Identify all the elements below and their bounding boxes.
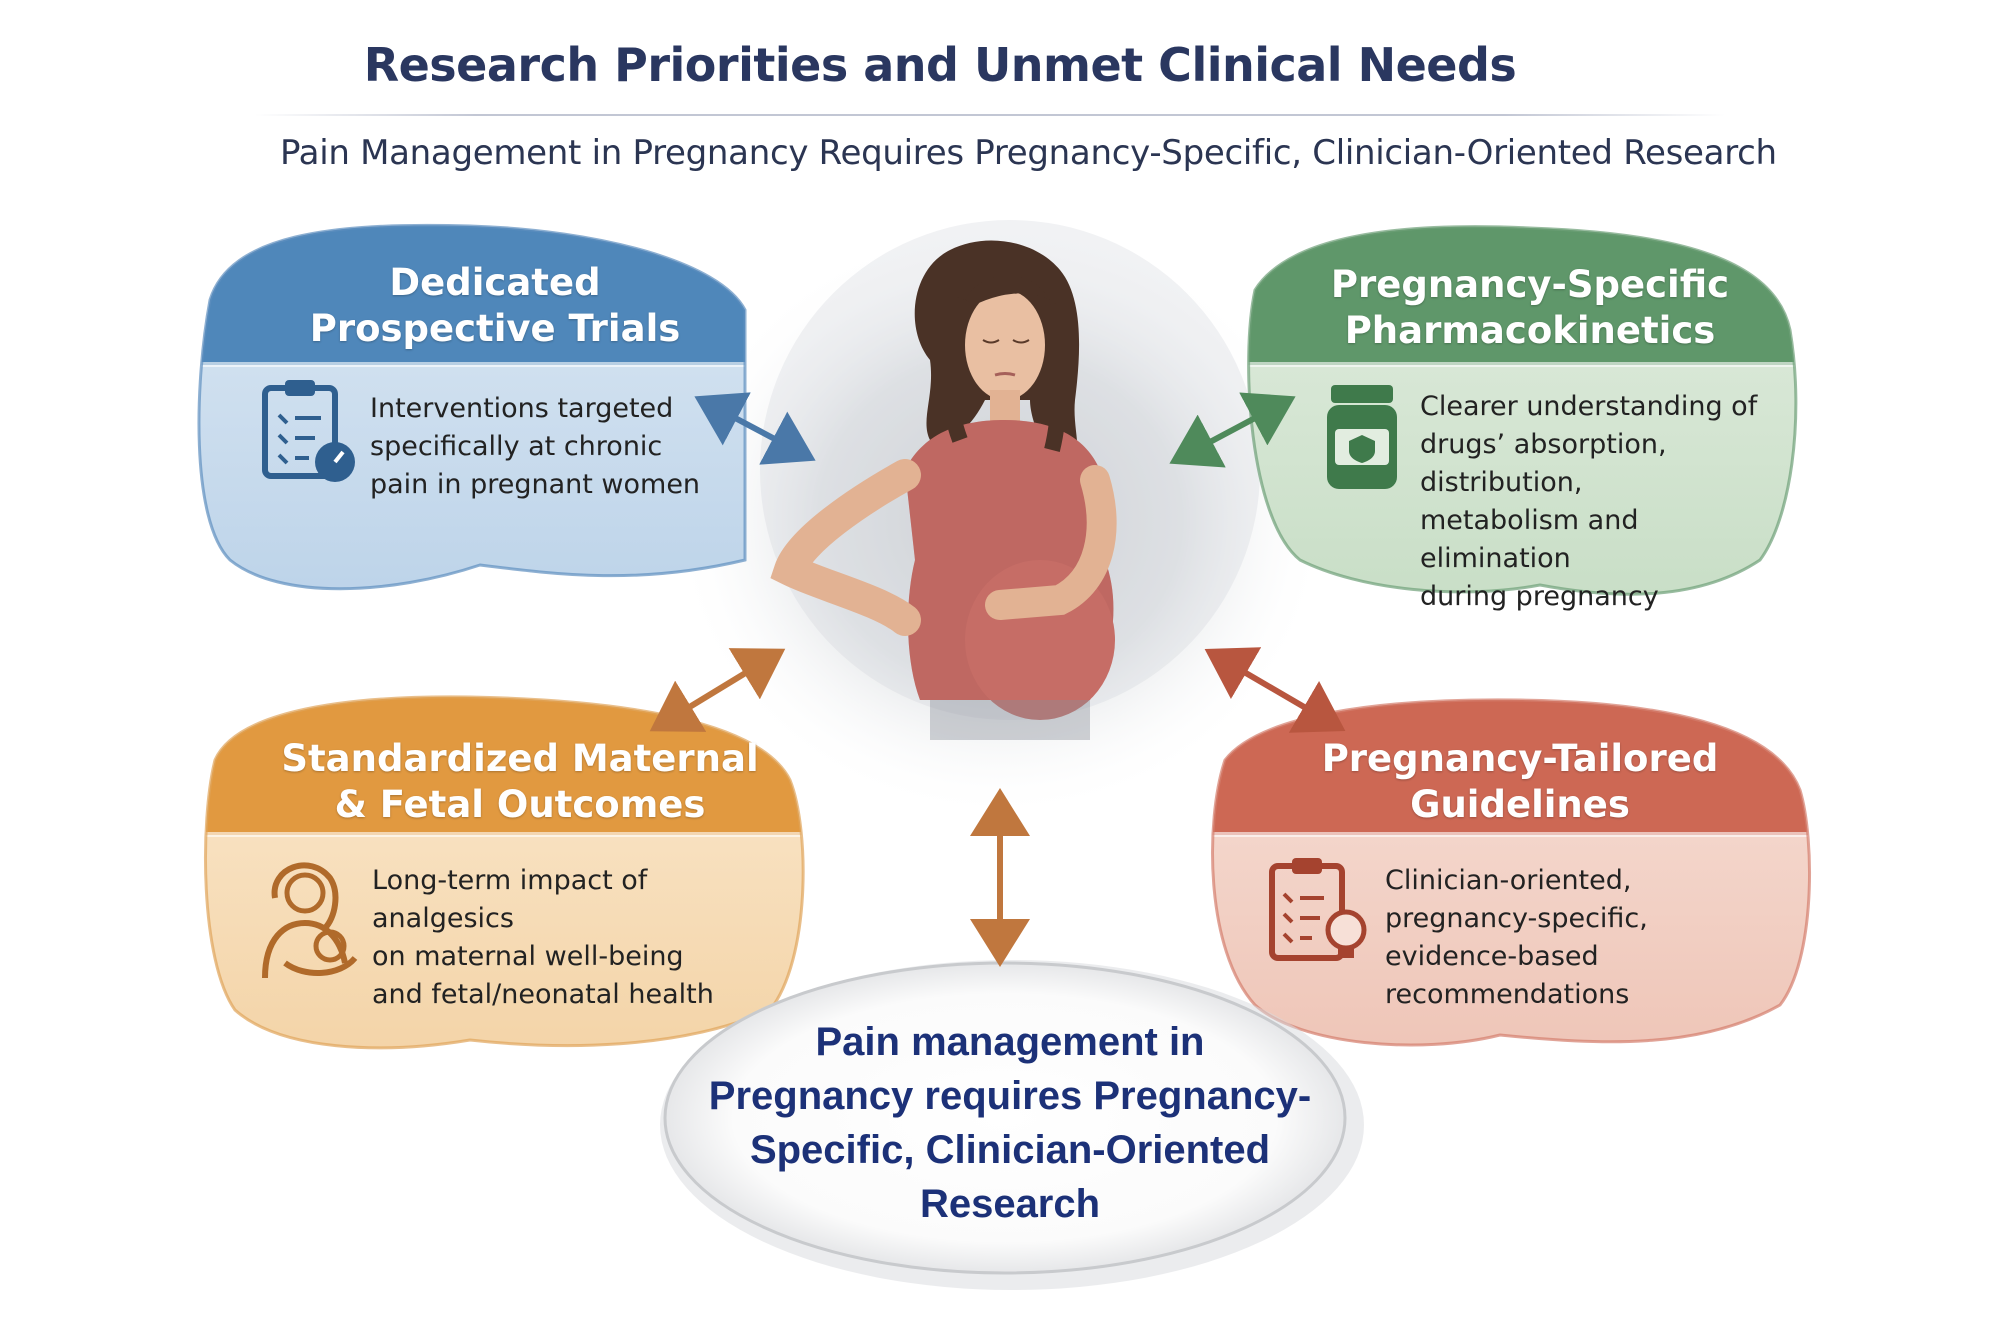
card-title-line: Pregnancy-Tailored (1321, 737, 1719, 780)
card-body-line: Clinician-oriented, (1385, 865, 1632, 896)
card-pharmacokinetics-title: Pregnancy-Specific Pharmacokinetics (1290, 262, 1770, 354)
card-body-line: pain in pregnant women (370, 469, 701, 500)
card-body-line: during pregnancy (1420, 581, 1659, 612)
card-outcomes-shape (203, 695, 805, 1050)
card-guidelines-title: Pregnancy-Tailored Guidelines (1270, 736, 1770, 828)
title-divider (255, 114, 1725, 116)
card-body-line: Clearer understanding of (1420, 391, 1758, 422)
card-title-line: Pregnancy-Specific (1330, 263, 1730, 306)
card-title-line: Dedicated (389, 261, 601, 304)
medicine-jar-icon (1327, 385, 1397, 489)
card-body-line: pregnancy-specific, (1385, 903, 1648, 934)
page-subtitle: Pain Management in Pregnancy Requires Pr… (280, 133, 1777, 173)
center-line: Research (919, 1182, 1101, 1226)
card-pharmacokinetics-body: Clearer understanding of drugs’ absorpti… (1420, 388, 1790, 616)
center-statement: Pain management in Pregnancy requires Pr… (700, 1015, 1320, 1231)
center-oval-shape (660, 960, 1364, 1290)
card-title-line: Prospective Trials (309, 307, 681, 350)
card-body-line: on maternal well-being (372, 941, 684, 972)
card-title-line: & Fetal Outcomes (334, 783, 706, 826)
arrow-blue (694, 392, 816, 465)
card-guidelines-body: Clinician-oriented, pregnancy-specific, … (1385, 862, 1795, 1014)
card-body-line: drugs’ absorption, distribution, (1420, 429, 1667, 498)
mother-baby-icon (262, 862, 358, 979)
page-title: Research Priorities and Unmet Clinical N… (363, 38, 1517, 92)
center-line: Pregnancy requires Pregnancy- (708, 1074, 1312, 1118)
card-title-line: Pharmacokinetics (1344, 309, 1716, 352)
card-prospective-trials-shape (197, 223, 747, 591)
arrow-red (1204, 647, 1346, 733)
card-body-line: Long-term impact of analgesics (372, 865, 648, 934)
clipboard-lightbulb-icon (1269, 858, 1367, 961)
card-body-line: specifically at chronic (370, 431, 663, 462)
pregnant-woman-icon (770, 240, 1117, 740)
arrow-green (1169, 392, 1296, 468)
arrow-orange (649, 648, 786, 732)
card-prospective-trials-body: Interventions targeted specifically at c… (370, 390, 730, 504)
card-title-line: Guidelines (1410, 783, 1630, 826)
card-body-line: metabolism and elimination (1420, 505, 1639, 574)
center-line: Specific, Clinician-Oriented (749, 1128, 1271, 1172)
clipboard-check-icon (262, 380, 355, 482)
card-body-line: evidence-based recommendations (1385, 941, 1630, 1010)
card-body-line: Interventions targeted (370, 393, 674, 424)
card-prospective-trials-title: Dedicated Prospective Trials (250, 260, 740, 352)
center-line: Pain management in (815, 1020, 1205, 1064)
card-outcomes-body: Long-term impact of analgesics on matern… (372, 862, 792, 1014)
card-body-line: and fetal/neonatal health (372, 979, 714, 1010)
card-title-line: Standardized Maternal (281, 737, 759, 780)
card-outcomes-title: Standardized Maternal & Fetal Outcomes (255, 736, 785, 828)
